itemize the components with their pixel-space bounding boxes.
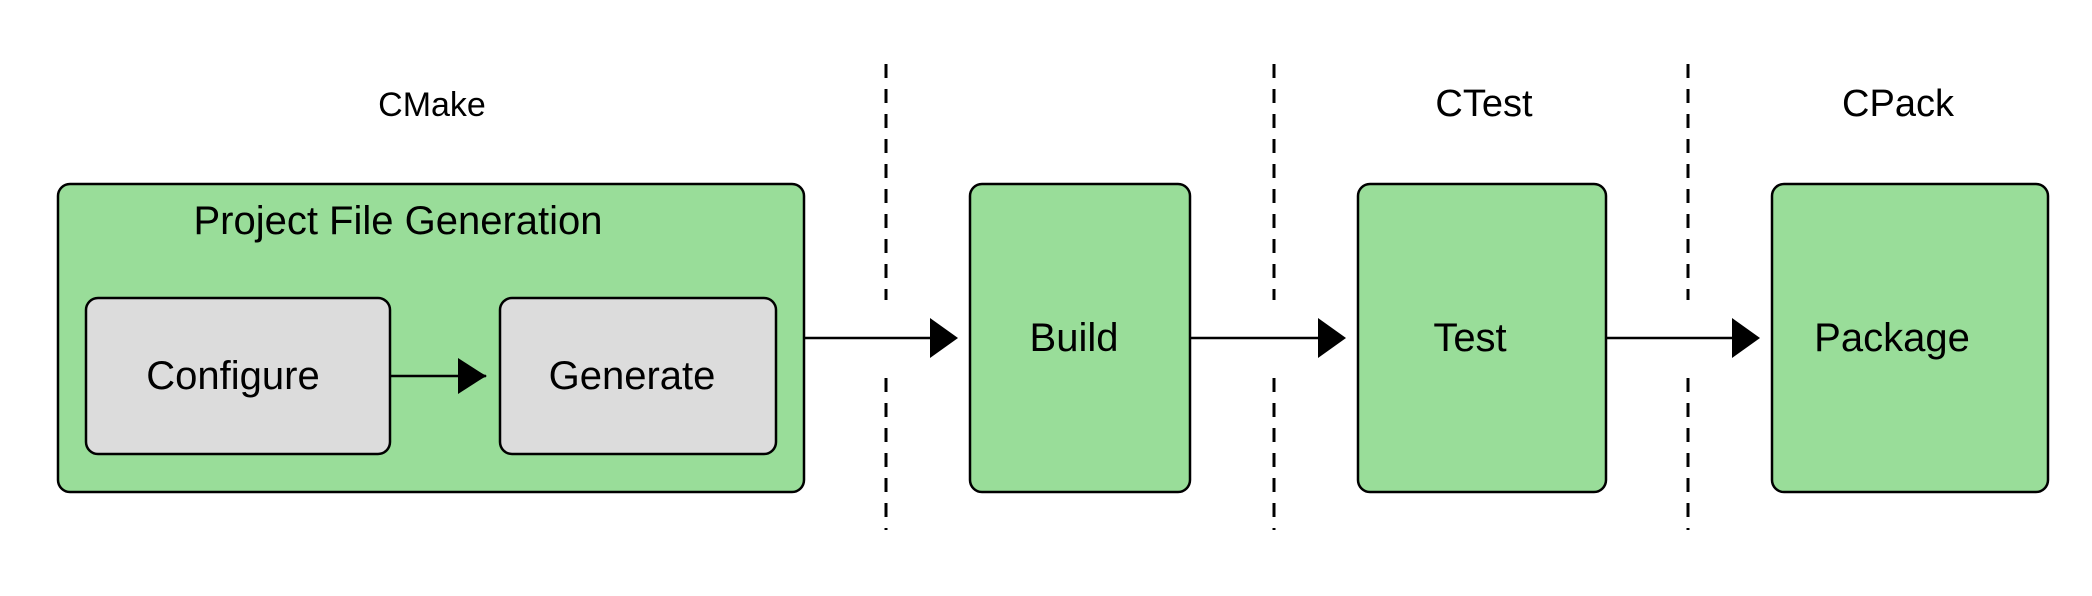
test-box: Test [1356, 182, 1608, 494]
stage-label-cmake: CMake [378, 86, 486, 124]
package-label: Package [1814, 316, 1970, 360]
generate-box: Generate [498, 296, 778, 456]
test-label: Test [1433, 316, 1506, 360]
package-box: Package [1770, 182, 2050, 494]
stage-label-cpack: CPack [1842, 83, 1955, 125]
arrowhead-to-test [1318, 318, 1346, 358]
project-file-generation-box: Project File Generation Configure Genera… [56, 182, 806, 494]
configure-label: Configure [146, 354, 319, 398]
build-label: Build [1030, 316, 1119, 360]
generate-label: Generate [549, 354, 716, 398]
arrowhead-to-build [930, 318, 958, 358]
stage-label-ctest: CTest [1435, 83, 1533, 125]
project-file-generation-title: Project File Generation [193, 199, 602, 243]
configure-box: Configure [84, 296, 392, 456]
arrowhead-configure-generate [458, 358, 486, 394]
stage-dividers [884, 64, 1690, 530]
build-box: Build [968, 182, 1192, 494]
arrowhead-to-package [1732, 318, 1760, 358]
